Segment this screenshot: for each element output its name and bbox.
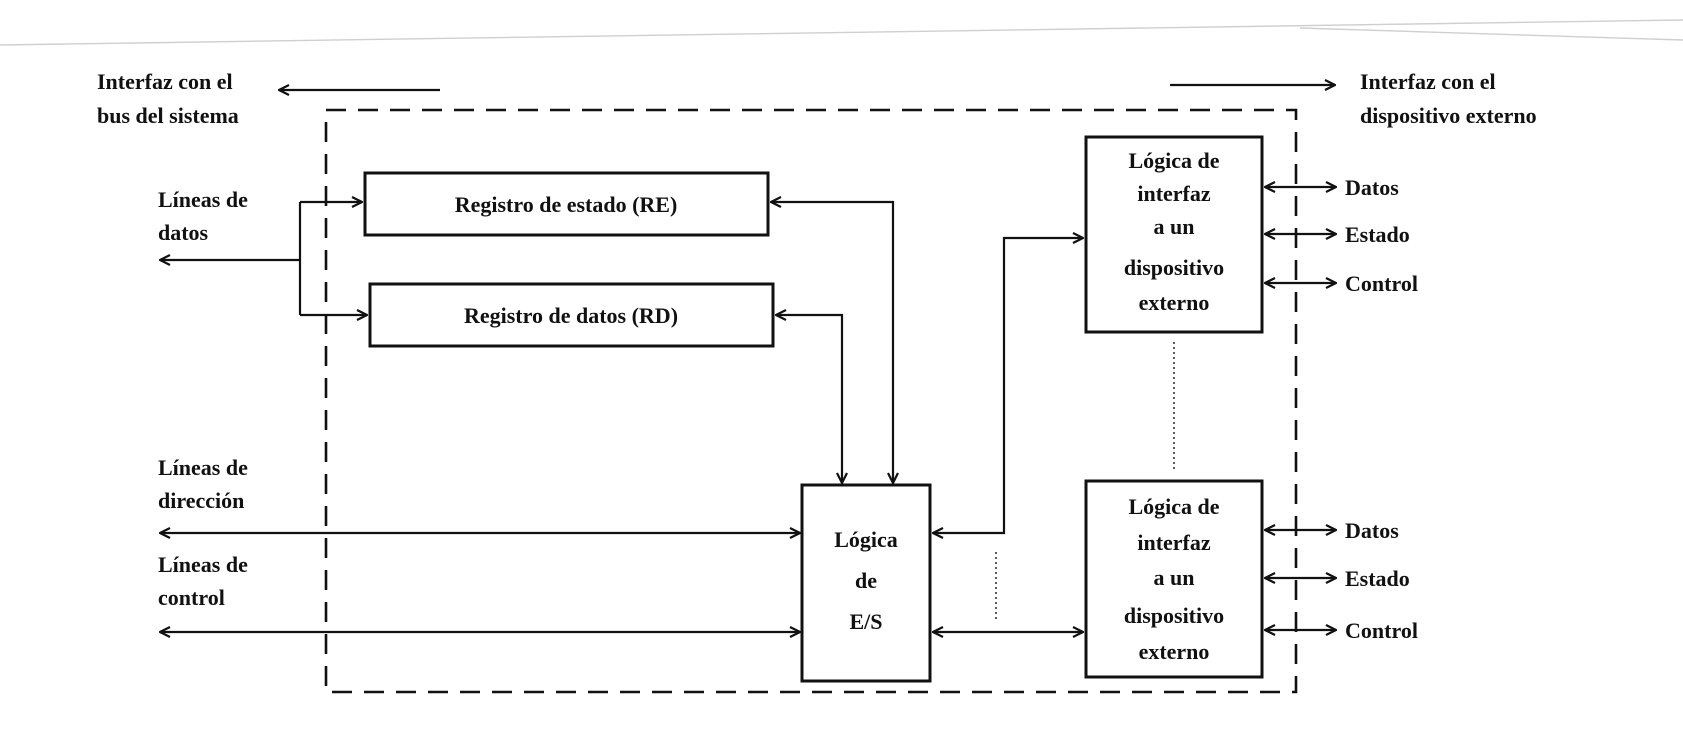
svg-text:externo: externo (1139, 639, 1210, 664)
address-lines-label: Líneas de dirección (158, 455, 248, 513)
svg-text:dirección: dirección (158, 488, 244, 513)
bus-interface-label: Interfaz con el bus del sistema (97, 69, 239, 128)
svg-text:a un: a un (1154, 214, 1195, 239)
control-lines-label: Líneas de control (158, 552, 248, 610)
svg-text:bus del sistema: bus del sistema (97, 103, 239, 128)
device-1-control-label: Control (1345, 271, 1418, 296)
svg-text:Líneas de: Líneas de (158, 455, 248, 480)
device-1-datos-label: Datos (1345, 175, 1399, 200)
device-2-control-label: Control (1345, 618, 1418, 643)
status-register: Registro de estado (RE) (363, 171, 770, 237)
device-1-estado-label: Estado (1345, 222, 1410, 247)
svg-text:de: de (855, 568, 877, 593)
status-register-link (771, 202, 893, 483)
svg-text:Lógica de: Lógica de (1128, 148, 1219, 173)
svg-text:control: control (158, 585, 225, 610)
svg-text:externo: externo (1139, 290, 1210, 315)
svg-text:Interfaz con el: Interfaz con el (97, 69, 233, 94)
svg-text:dispositivo: dispositivo (1124, 603, 1224, 628)
svg-text:Interfaz con el: Interfaz con el (1360, 69, 1496, 94)
svg-text:Registro de estado (RE): Registro de estado (RE) (455, 192, 678, 217)
svg-text:E/S: E/S (849, 609, 882, 634)
data-register: Registro de datos (RD) (368, 282, 775, 348)
device-2-estado-label: Estado (1345, 566, 1410, 591)
device-interface-label: Interfaz con el dispositivo externo (1360, 69, 1537, 128)
device-2-datos-label: Datos (1345, 518, 1399, 543)
svg-text:a un: a un (1154, 565, 1195, 590)
device-interface-logic-1: Lógica de interfaz a un dispositivo exte… (1084, 135, 1264, 334)
svg-text:Registro de datos (RD): Registro de datos (RD) (464, 303, 678, 328)
svg-text:dispositivo externo: dispositivo externo (1360, 103, 1537, 128)
scan-edge-line (0, 19, 1683, 46)
svg-text:dispositivo: dispositivo (1124, 255, 1224, 280)
svg-text:datos: datos (158, 220, 209, 245)
svg-text:Líneas de: Líneas de (158, 187, 248, 212)
svg-text:interfaz: interfaz (1137, 530, 1211, 555)
svg-text:Líneas de: Líneas de (158, 552, 248, 577)
data-register-link (776, 315, 842, 483)
io-logic-block: Lógica de E/S (800, 483, 932, 683)
scan-edge-line-lower (1299, 27, 1683, 41)
io-module-boundary (324, 108, 1298, 694)
svg-text:interfaz: interfaz (1137, 181, 1211, 206)
data-lines-label: Líneas de datos (158, 187, 248, 245)
svg-text:Lógica: Lógica (834, 527, 898, 552)
svg-text:Lógica de: Lógica de (1128, 494, 1219, 519)
io-to-device-interface-1-link (933, 238, 1083, 533)
device-interface-logic-2: Lógica de interfaz a un dispositivo exte… (1084, 479, 1264, 679)
